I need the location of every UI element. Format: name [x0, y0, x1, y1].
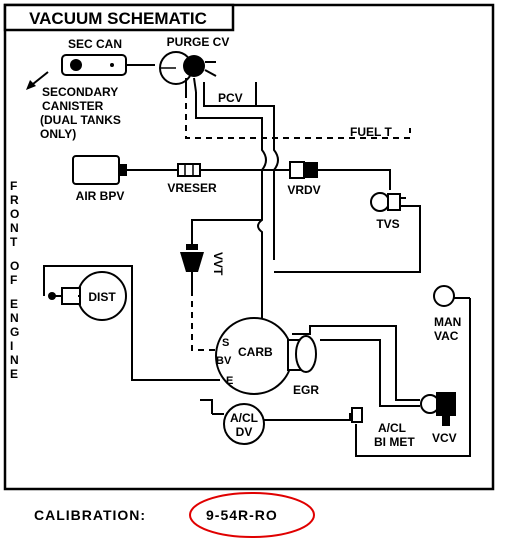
diagram-title: VACUUM SCHEMATIC: [29, 9, 207, 28]
vrdv-label: VRDV: [287, 183, 320, 197]
vcv-label: VCV: [432, 431, 457, 445]
svg-text:N: N: [10, 353, 19, 367]
diagram-border: [3, 3, 495, 491]
carb-vcv-line-1: [292, 325, 420, 401]
carb-port-bv: BV: [216, 355, 232, 367]
carb-port-e: E: [226, 375, 233, 387]
svg-text:F: F: [10, 179, 17, 193]
a-cl-bimet-sensor: [351, 407, 363, 423]
sec-can-label: SEC CAN: [68, 37, 122, 51]
svg-text:T: T: [10, 235, 18, 249]
man-vac-line: [355, 298, 471, 457]
purge-cv-valve: [159, 51, 217, 93]
svg-text:SECONDARY: SECONDARY: [42, 85, 118, 99]
svg-text:ONLY): ONLY): [40, 127, 76, 141]
man-vac-label-2: VAC: [434, 329, 459, 343]
a-cl-dv-label-2: DV: [236, 425, 253, 439]
svg-text:O: O: [10, 207, 19, 221]
svg-text:(DUAL TANKS: (DUAL TANKS: [40, 113, 121, 127]
carb-port-s: S: [222, 337, 229, 349]
distributor-component: [48, 271, 127, 321]
vreser-label: VRESER: [167, 181, 217, 195]
calibration-value: 9-54R-RO: [206, 507, 278, 523]
vcv-valve: [420, 392, 456, 426]
fuel-t-dashed-line: [185, 92, 411, 139]
fuel-t-label: FUEL T: [350, 125, 392, 139]
man-vac-label-1: MAN: [434, 315, 461, 329]
egr-valve: [287, 335, 317, 373]
svg-text:E: E: [10, 367, 18, 381]
purge-cv-label: PURGE CV: [167, 35, 230, 49]
a-cl-bimet-label-1: A/CL: [378, 421, 406, 435]
vreser-restrictor: [177, 163, 201, 177]
egr-label: EGR: [293, 383, 319, 397]
pcv-label: PCV: [218, 91, 243, 105]
title-box: [3, 3, 235, 32]
svg-text:G: G: [10, 325, 19, 339]
front-of-engine-label: F R O N T O F E N G I N E: [10, 179, 19, 381]
tvs-line: [274, 205, 421, 273]
svg-text:R: R: [10, 193, 19, 207]
svg-text:F: F: [10, 273, 17, 287]
svg-text:O: O: [10, 259, 19, 273]
secondary-canister-note: SECONDARY CANISTER (DUAL TANKS ONLY): [40, 85, 121, 141]
a-cl-dv-valve: [200, 399, 265, 445]
vvt-label: VVT: [211, 252, 225, 276]
tvs-switch: [370, 192, 406, 212]
svg-text:N: N: [10, 221, 19, 235]
vvt-dashed-line: [191, 290, 216, 351]
vrdv-valve: [289, 161, 318, 179]
svg-text:N: N: [10, 311, 19, 325]
vvt-upper-line: [191, 219, 262, 228]
air-bpv-label: AIR BPV: [76, 189, 125, 203]
carb-vcv-line-2: [320, 339, 420, 407]
svg-text:E: E: [10, 297, 18, 311]
dist-vacuum-line: [43, 265, 210, 381]
tvs-label: TVS: [376, 217, 399, 231]
vvt-valve: [180, 228, 204, 290]
carb-label: CARB: [238, 345, 273, 359]
dist-label: DIST: [88, 290, 116, 304]
arrow-icon: [26, 71, 49, 90]
a-cl-bimet-label-2: BI MET: [374, 435, 415, 449]
calibration-label: CALIBRATION:: [34, 507, 147, 523]
a-cl-dv-label-1: A/CL: [230, 411, 258, 425]
air-bpv-component: [72, 155, 127, 185]
sec-can-component: [61, 54, 155, 76]
pcv-connector: [203, 82, 257, 107]
man-vac-connector: [433, 285, 470, 307]
svg-text:I: I: [10, 339, 13, 353]
vrdv-line: [318, 169, 391, 190]
svg-text:CANISTER: CANISTER: [42, 99, 104, 113]
